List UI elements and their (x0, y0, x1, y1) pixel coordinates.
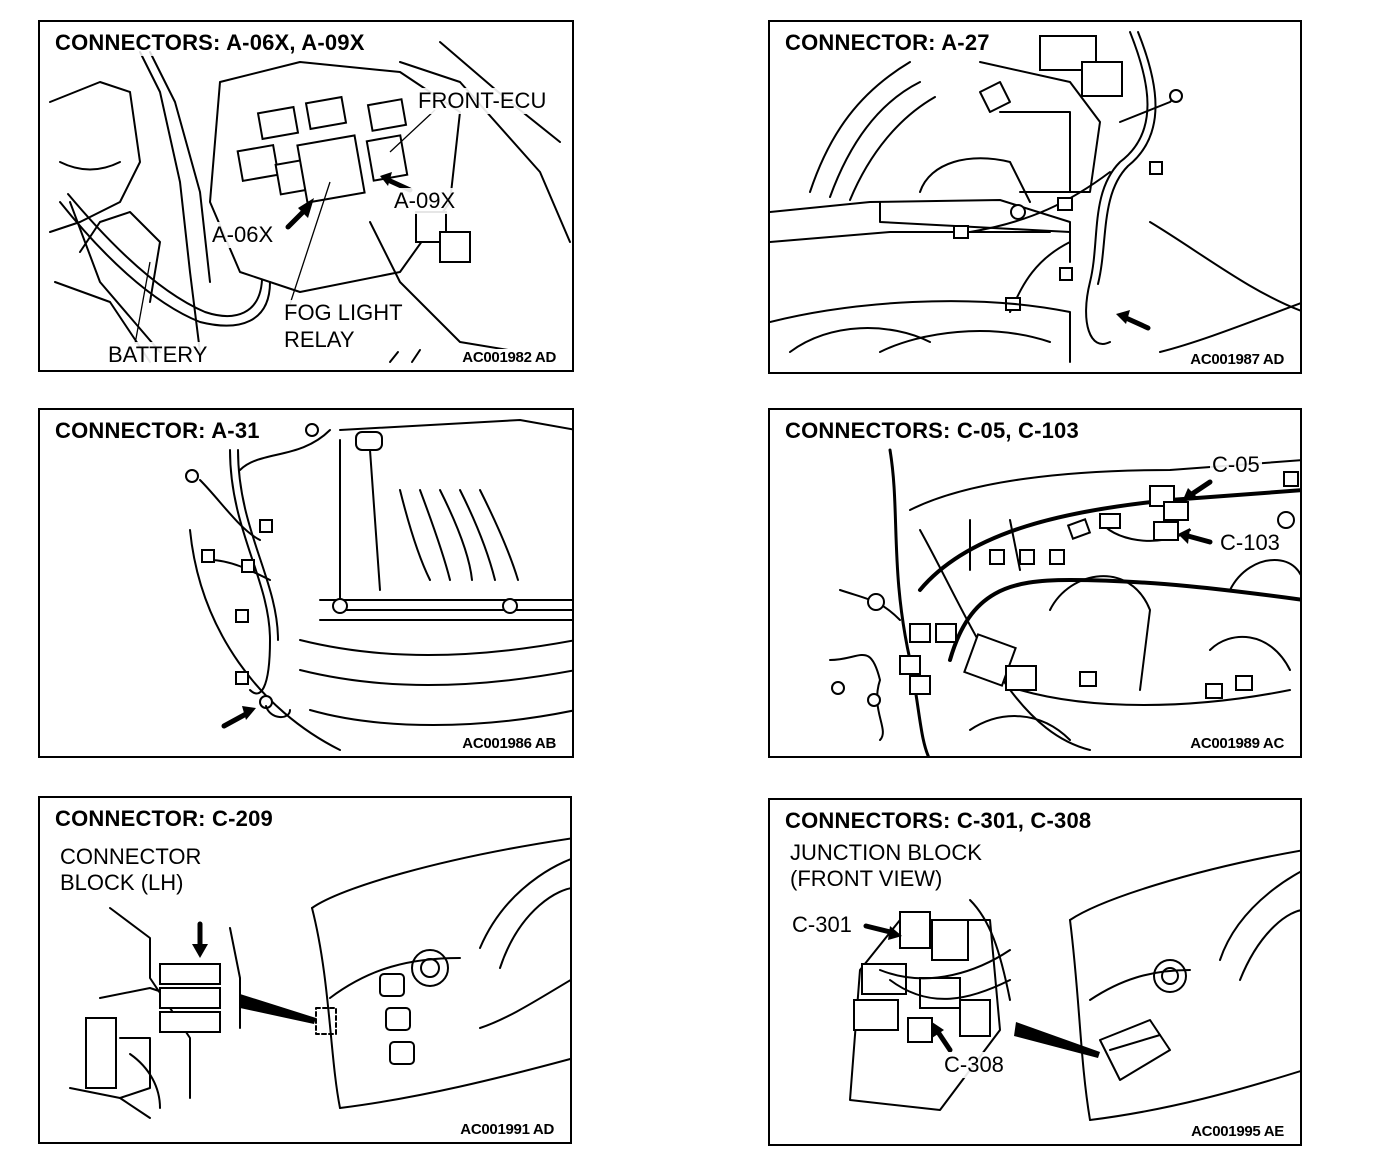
label-relay: RELAY (282, 327, 357, 353)
label-block-lh: BLOCK (LH) (58, 870, 186, 896)
figure-code: AC001987 AD (1188, 351, 1286, 368)
figure-code: AC001991 AD (458, 1121, 556, 1138)
junction-block-front-view-illustration (849, 849, 1300, 1121)
panel-c05-c103: CONNECTORS: C-05, C-103 C-05 C-103 AC001… (768, 408, 1302, 758)
label-battery: BATTERY (106, 342, 210, 368)
panel-title: CONNECTOR: A-27 (782, 30, 993, 56)
connector-block-lh-illustration (69, 837, 570, 1119)
instrument-panel-harness-illustration (829, 448, 1300, 756)
label-connector: CONNECTOR (58, 844, 204, 870)
figure-code: AC001995 AE (1189, 1123, 1286, 1140)
label-c-301: C-301 (790, 912, 854, 938)
figure-code: AC001986 AB (460, 735, 558, 752)
panel-title: CONNECTOR: C-209 (52, 806, 276, 832)
label-front-ecu: FRONT-ECU (416, 88, 549, 114)
panel-title: CONNECTORS: A-06X, A-09X (52, 30, 368, 56)
figure-code: AC001989 AC (1188, 735, 1286, 752)
label-junction-block: JUNCTION BLOCK (788, 840, 984, 866)
panel-title: CONNECTORS: C-301, C-308 (782, 808, 1095, 834)
front-bumper-harness-illustration (770, 31, 1300, 363)
panel-c301-c308: CONNECTORS: C-301, C-308 JUNCTION BLOCK … (768, 798, 1302, 1146)
label-a-06x: A-06X (210, 222, 276, 248)
panel-title: CONNECTORS: C-05, C-103 (782, 418, 1082, 444)
figure-code: AC001982 AD (460, 349, 558, 366)
label-c-308: C-308 (942, 1052, 1006, 1078)
panel-c209: CONNECTOR: C-209 CONNECTOR BLOCK (LH) AC… (38, 796, 572, 1144)
label-c-05: C-05 (1210, 452, 1262, 478)
front-left-harness-illustration (185, 419, 572, 751)
label-front-view: (FRONT VIEW) (788, 866, 945, 892)
label-c-103: C-103 (1218, 530, 1282, 556)
engine-bay-fuse-box-illustration (49, 41, 571, 363)
panel-title: CONNECTOR: A-31 (52, 418, 263, 444)
panel-a31: CONNECTOR: A-31 AC001986 AB (38, 408, 574, 758)
panel-a27: CONNECTOR: A-27 AC001987 AD (768, 20, 1302, 374)
label-fog-light: FOG LIGHT (282, 300, 405, 326)
label-a-09x: A-09X (392, 188, 458, 214)
panel-a06x-a09x: CONNECTORS: A-06X, A-09X FRONT-ECU A-09X… (38, 20, 574, 372)
